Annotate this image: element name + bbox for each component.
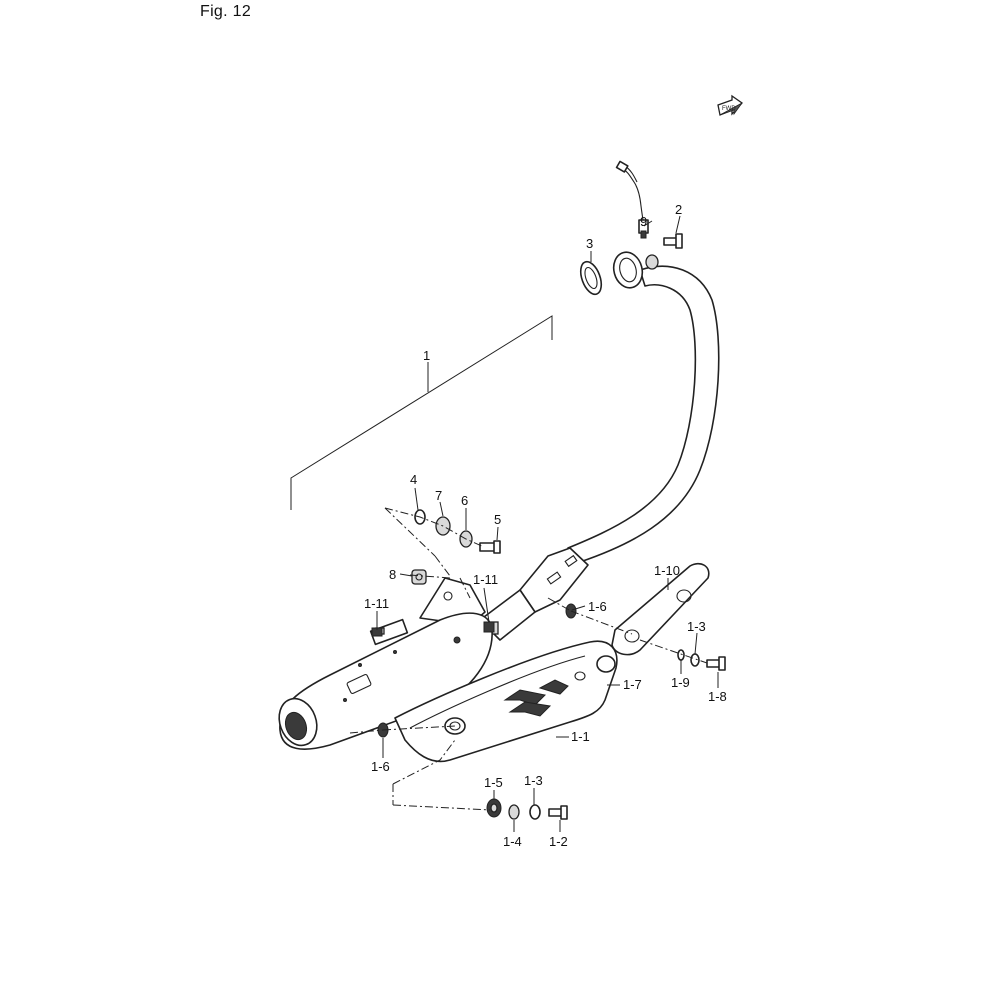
- callout-1-3-upper: 1-3: [687, 619, 706, 634]
- callout-1-1: 1-1: [571, 729, 590, 744]
- callout-1-8: 1-8: [708, 689, 727, 704]
- callout-9: 9: [640, 214, 647, 229]
- fwd-label: FWD: [722, 106, 736, 112]
- callout-8: 8: [389, 567, 396, 582]
- callout-1-2: 1-2: [549, 834, 568, 849]
- callout-5: 5: [494, 512, 501, 527]
- callout-6: 6: [461, 493, 468, 508]
- callout-2: 2: [675, 202, 682, 217]
- figure-title: Fig. 12: [200, 3, 252, 20]
- cover-hardware-lower: [377, 722, 568, 820]
- fwd-arrow-icon: FWD: [717, 94, 743, 116]
- callout-1-6-lower: 1-6: [371, 759, 390, 774]
- callout-1-10: 1-10: [654, 563, 680, 578]
- callout-1-9: 1-9: [671, 675, 690, 690]
- callout-1-6-upper: 1-6: [588, 599, 607, 614]
- callout-7: 7: [435, 488, 442, 503]
- muffler-heat-shield: [394, 640, 618, 763]
- callout-1-7: 1-7: [623, 677, 642, 692]
- assembly-bracket: [290, 315, 553, 510]
- callout-1: 1: [423, 348, 430, 363]
- callout-1-11-right: 1-11: [473, 572, 498, 587]
- callout-3: 3: [586, 236, 593, 251]
- callout-labels: 1 2 3 4 5 6 7 8 9 1-1 1-2 1-3 1-3 1-4 1-…: [364, 202, 727, 849]
- callout-1-11-left: 1-11: [364, 596, 389, 611]
- assembly-leaders: [349, 507, 708, 811]
- gasket-part-3: [579, 260, 603, 296]
- exhaust-header-pipe: [479, 251, 720, 641]
- callout-leaders: [376, 215, 719, 832]
- side-cover-plate: [611, 562, 710, 656]
- bolt-part-2: [663, 233, 683, 249]
- callout-1-5: 1-5: [484, 775, 503, 790]
- callout-4: 4: [410, 472, 417, 487]
- callout-1-4: 1-4: [503, 834, 522, 849]
- callout-1-3-lower: 1-3: [524, 773, 543, 788]
- o2-sensor-part: [615, 160, 649, 239]
